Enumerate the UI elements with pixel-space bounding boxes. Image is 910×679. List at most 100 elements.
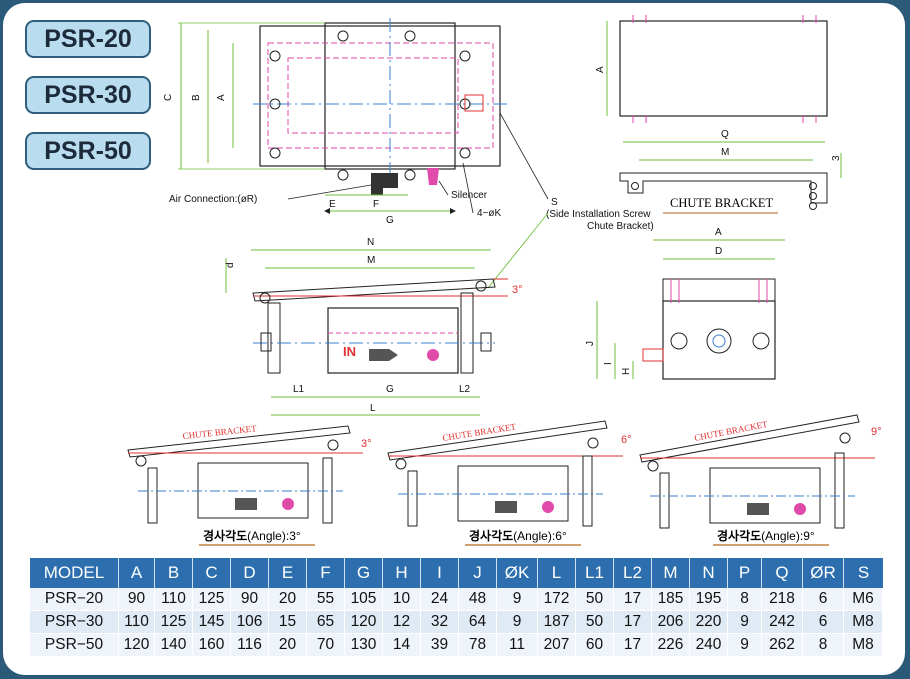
spec-cell: 9 xyxy=(728,634,762,657)
angle-1-caption-en: (Angle):3° xyxy=(247,529,301,543)
spec-cell: 110 xyxy=(119,611,155,634)
spec-cell: 32 xyxy=(421,611,459,634)
spec-header-cell: ØR xyxy=(803,558,844,588)
angle-2-value: 6° xyxy=(621,434,632,446)
side-dim-m: M xyxy=(367,255,375,266)
bracket-dim-m: M xyxy=(721,147,729,158)
spec-cell: 125 xyxy=(193,588,231,611)
drawing-frame: PSR-20 PSR-30 PSR-50 xyxy=(3,3,905,675)
svg-text:경사각도(Angle):6°: 경사각도(Angle):6° xyxy=(469,528,567,543)
screw-s-label: S xyxy=(551,197,558,208)
dim-a: A xyxy=(216,94,227,101)
angle-view-1: CHUTE BRACKET 3° xyxy=(127,423,372,524)
end-dim-d: D xyxy=(715,246,722,257)
spec-cell: 15 xyxy=(269,611,307,634)
dim-e: E xyxy=(329,199,336,210)
spec-cell: 262 xyxy=(762,634,803,657)
spec-cell: 60 xyxy=(576,634,614,657)
side-dim-g: G xyxy=(386,384,394,395)
spec-cell: 17 xyxy=(614,611,652,634)
spec-cell: 8 xyxy=(728,588,762,611)
end-dim-i: I xyxy=(603,362,614,365)
spec-header-cell: Q xyxy=(762,558,803,588)
spec-cell: 130 xyxy=(345,634,383,657)
angle-1-bracket: CHUTE BRACKET xyxy=(182,423,257,441)
spec-cell: 55 xyxy=(307,588,345,611)
spec-cell: 65 xyxy=(307,611,345,634)
spec-header-cell: S xyxy=(844,558,883,588)
spec-cell: 185 xyxy=(652,588,690,611)
screw-note-1: (Side Installation Screw xyxy=(546,209,651,220)
spec-header-cell: I xyxy=(421,558,459,588)
top-view: C B A E F G Air Connection:(øR) Silencer… xyxy=(163,18,654,289)
spec-cell: 218 xyxy=(762,588,803,611)
spec-cell: 206 xyxy=(652,611,690,634)
spec-header-cell: G xyxy=(345,558,383,588)
spec-cell: 9 xyxy=(497,588,538,611)
spec-cell: 226 xyxy=(652,634,690,657)
svg-text:경사각도(Angle):3°: 경사각도(Angle):3° xyxy=(203,528,301,543)
angle-3-caption-en: (Angle):9° xyxy=(761,529,815,543)
spec-cell: 20 xyxy=(269,634,307,657)
spec-cell: 11 xyxy=(497,634,538,657)
spec-cell: 10 xyxy=(383,588,421,611)
side-dim-l: L xyxy=(370,403,376,414)
spec-cell: M8 xyxy=(844,634,883,657)
spec-header-cell: N xyxy=(690,558,728,588)
spec-cell: 12 xyxy=(383,611,421,634)
spec-cell: 160 xyxy=(193,634,231,657)
spec-cell: 24 xyxy=(421,588,459,611)
spec-cell: M6 xyxy=(844,588,883,611)
spec-header-cell: H xyxy=(383,558,421,588)
spec-cell: 195 xyxy=(690,588,728,611)
model-badge-psr50: PSR-50 xyxy=(25,132,151,170)
bracket-caption: CHUTE BRACKET xyxy=(670,196,773,210)
spec-cell: 90 xyxy=(231,588,269,611)
spec-cell: 14 xyxy=(383,634,421,657)
spec-cell: 172 xyxy=(538,588,576,611)
side-dim-l1: L1 xyxy=(293,384,305,395)
spec-cell: M8 xyxy=(844,611,883,634)
bracket-view: A Q M 3 CHUTE BRACKET xyxy=(595,15,842,214)
spec-cell: 50 xyxy=(576,611,614,634)
air-connection-label: Air Connection:(øR) xyxy=(169,194,257,205)
svg-text:경사각도(Angle):9°: 경사각도(Angle):9° xyxy=(717,528,815,543)
screw-note-2: Chute Bracket) xyxy=(587,221,654,232)
spec-cell: 105 xyxy=(345,588,383,611)
spec-header-cell: A xyxy=(119,558,155,588)
spec-cell: 70 xyxy=(307,634,345,657)
spec-header-cell: M xyxy=(652,558,690,588)
spec-header-cell: B xyxy=(155,558,193,588)
spec-header-cell: J xyxy=(459,558,497,588)
angle-2-caption-en: (Angle):6° xyxy=(513,529,567,543)
angle-2-caption-kr: 경사각도 xyxy=(469,528,513,543)
side-dim-l2: L2 xyxy=(459,384,471,395)
angle-3-value: 9° xyxy=(871,426,882,438)
spec-header-cell: F xyxy=(307,558,345,588)
spec-cell: 8 xyxy=(803,634,844,657)
spec-cell: 64 xyxy=(459,611,497,634)
spec-cell: 145 xyxy=(193,611,231,634)
spec-cell: PSR−50 xyxy=(30,634,119,657)
spec-cell: 9 xyxy=(728,611,762,634)
bracket-dim-a: A xyxy=(595,66,606,73)
spec-cell: 125 xyxy=(155,611,193,634)
end-view: A D J I H xyxy=(585,227,785,380)
spec-cell: 50 xyxy=(576,588,614,611)
spec-cell: PSR−30 xyxy=(30,611,119,634)
bracket-dim-q: Q xyxy=(721,129,729,140)
spec-cell: 17 xyxy=(614,588,652,611)
angle-caption-2: 경사각도(Angle):6° xyxy=(465,528,581,546)
spec-cell: 6 xyxy=(803,588,844,611)
spec-cell: 207 xyxy=(538,634,576,657)
spec-cell: 116 xyxy=(231,634,269,657)
spec-header-cell: MODEL xyxy=(30,558,119,588)
technical-drawing: C B A E F G Air Connection:(øR) Silencer… xyxy=(127,15,882,546)
spec-cell: 120 xyxy=(345,611,383,634)
spec-cell: 17 xyxy=(614,634,652,657)
hole-label: 4−øK xyxy=(477,208,502,219)
dim-g: G xyxy=(386,215,394,226)
